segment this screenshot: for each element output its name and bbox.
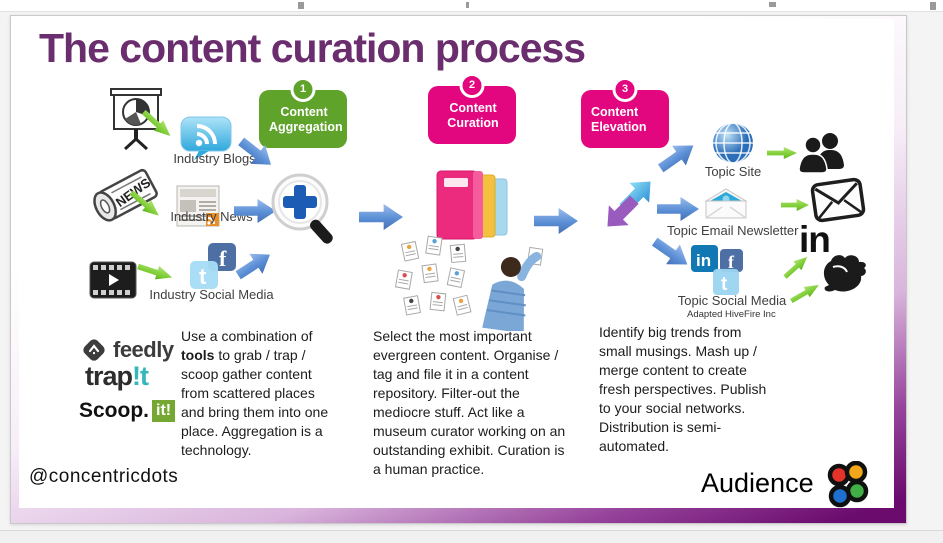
stage-label: Content Elevation [591,105,647,134]
curation-description: Select the most important evergreen cont… [373,328,566,477]
trapit-logo: trap!t [85,361,149,392]
curator-crowd-image [391,235,547,331]
folders-icon [429,169,513,243]
presentation-chart-icon [101,83,171,153]
feedly-wordmark: feedly [113,337,174,362]
blue-arrow-icon [534,208,578,234]
stage-number-1: 1 [290,77,316,102]
facebook-letter: f [219,246,227,271]
scoopit-logo: Scoop.it! [79,399,176,423]
scoopit-wordmark: Scoop. [79,399,150,422]
trapit-wordmark-teal: !t [132,361,149,391]
audience-people-icon [797,131,847,173]
aggregation-description: Use a combination of tools to grab / tra… [181,327,335,460]
feedly-logo: feedly [81,337,174,363]
slide-frame: The content curation process 1 Content A… [10,15,907,524]
stage-badge-elevation: 3 Content Elevation [581,77,669,148]
twitter-letter: t [721,274,728,295]
email-newsletter-icon [703,187,749,221]
facebook-letter: f [728,252,735,272]
elevation-description: Identify big trends from small musings. … [599,324,767,454]
scoopit-green-box: it! [152,400,176,422]
slide-canvas: The content curation process 1 Content A… [19,19,894,508]
globe-icon [711,121,755,165]
toolbar-remnant-mark [466,2,469,8]
blue-arrow-icon [359,204,403,230]
topic-social-media-label: Topic Social Media [677,293,787,308]
toolbar-remnant-mark [298,2,304,9]
industry-news-label: Industry News [170,209,253,224]
adapted-note: Adapted HiveFire Inc [687,309,776,320]
credit-handle: @concentricdots [29,466,179,487]
blue-arrow-icon [648,232,695,275]
page-background-divider [0,530,943,543]
topic-social-icons: in f t [689,243,757,297]
trapit-wordmark-black: trap [85,361,133,391]
industry-social-media-label: Industry Social Media [149,287,274,302]
twitter-letter: t [199,264,207,289]
stage-label: Content Aggregation [269,105,343,134]
aggregation-magnifier-icon [269,172,339,248]
audience-label: Audience [701,468,814,498]
twitter-bird-icon [819,251,871,297]
crossed-arrows-icon [599,171,659,233]
stage-badge-curation: 2 Content Curation [428,73,516,144]
filmstrip-icon [89,261,137,299]
stage-number-3: 3 [612,77,638,102]
stage-label: Content Curation [447,101,499,130]
linkedin-text-logo: in [799,219,831,260]
green-arrow-icon [781,199,809,211]
green-arrow-icon [767,147,797,159]
aggregation-text-pre: Use a combination of [181,328,313,344]
toolbar-remnant-mark [769,2,776,7]
toolbar-remnant-mark [930,2,936,10]
linkedin-letters: in [696,251,711,270]
blue-arrow-icon [657,197,699,221]
news-page-icon [176,185,220,227]
concentricdots-logo [825,461,871,508]
feedly-icon [83,339,105,361]
stage-badge-aggregation: 1 Content Aggregation [259,77,347,148]
email-outline-icon [808,173,868,226]
topic-email-newsletter-label: Topic Email Newsletter [667,223,799,238]
green-arrow-icon [136,260,175,284]
stage-number-2: 2 [459,73,485,98]
aggregation-text-post: to grab / trap / scoop gather content fr… [181,347,329,458]
facebook-twitter-icons: f t [186,241,242,293]
rolled-newspaper-icon: NEWS [85,159,167,237]
cropped-toolbar-strip [0,0,943,12]
page-title: The content curation process [39,25,586,71]
aggregation-text-bold: tools [181,347,215,363]
rss-blog-icon [179,115,233,161]
topic-site-label: Topic Site [704,164,762,179]
industry-blogs-label: Industry Blogs [173,151,256,166]
